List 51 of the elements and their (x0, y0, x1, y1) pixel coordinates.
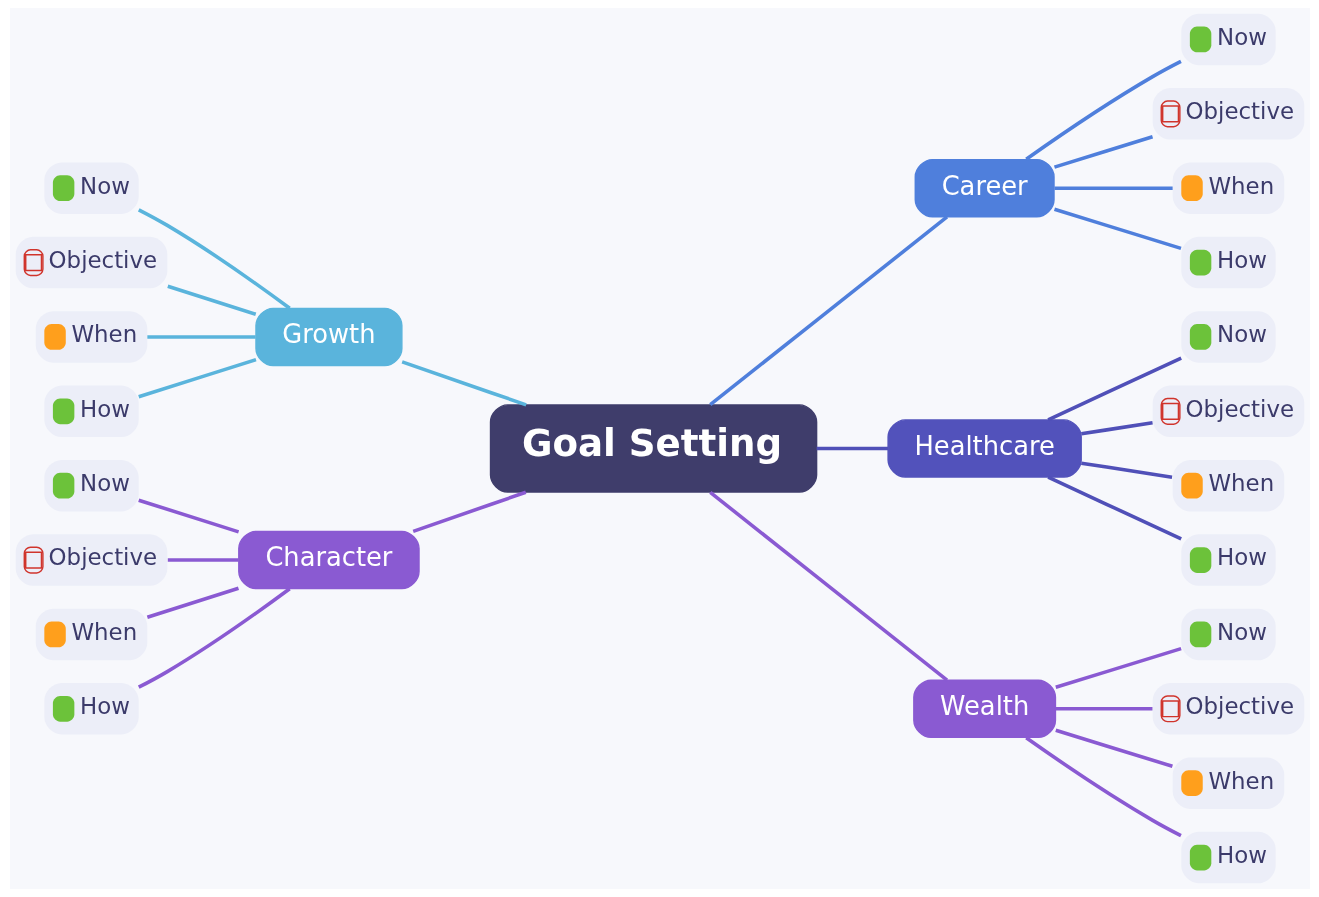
connector (1046, 356, 1182, 422)
connector (1054, 646, 1182, 689)
node-box: Now (43, 162, 139, 214)
node-box: Now (1180, 608, 1276, 661)
node-box: Objective (1152, 385, 1304, 438)
node-box: When (1172, 162, 1284, 214)
node-box: Career (914, 158, 1055, 218)
connector (1053, 135, 1153, 169)
connector (1054, 728, 1173, 768)
connector (816, 446, 888, 451)
node-box: Now (43, 459, 139, 512)
connector (1080, 461, 1172, 479)
connector (167, 558, 239, 562)
node-box: Objective (15, 236, 167, 289)
node-box: How (1180, 831, 1276, 884)
connector (1046, 475, 1182, 541)
node-box: Objective (1152, 88, 1304, 140)
node-box: When (35, 311, 147, 363)
node-box: How (1180, 534, 1276, 586)
node-box: When (1172, 757, 1284, 809)
connector (708, 490, 948, 682)
node-box: Growth (254, 307, 403, 367)
connector (137, 587, 291, 689)
node-box: How (43, 385, 139, 438)
connector (1024, 59, 1182, 161)
connector (137, 208, 291, 310)
connector (146, 586, 239, 619)
connector (401, 360, 527, 407)
node-box: Healthcare (886, 419, 1082, 478)
connector (166, 284, 256, 316)
node-box: Wealth (912, 679, 1056, 739)
node-box: Now (1180, 311, 1276, 363)
node-box: Objective (1152, 683, 1304, 735)
connector (137, 357, 256, 399)
connector (146, 335, 256, 339)
connector (137, 498, 239, 534)
node-box: Objective (15, 534, 167, 586)
node-box: How (1180, 236, 1276, 289)
node-box: When (35, 608, 147, 661)
connector (412, 490, 526, 533)
connector (1054, 186, 1173, 190)
connector (1055, 707, 1152, 711)
node-box: How (43, 683, 139, 735)
connector (1080, 421, 1153, 436)
node-box: When (1172, 459, 1284, 512)
node-box: Now (1180, 13, 1276, 66)
connector (1024, 736, 1182, 838)
connector (708, 215, 948, 407)
connector (1053, 207, 1181, 251)
node-box: Character (237, 530, 420, 590)
node-box: Goal Setting (489, 404, 817, 493)
